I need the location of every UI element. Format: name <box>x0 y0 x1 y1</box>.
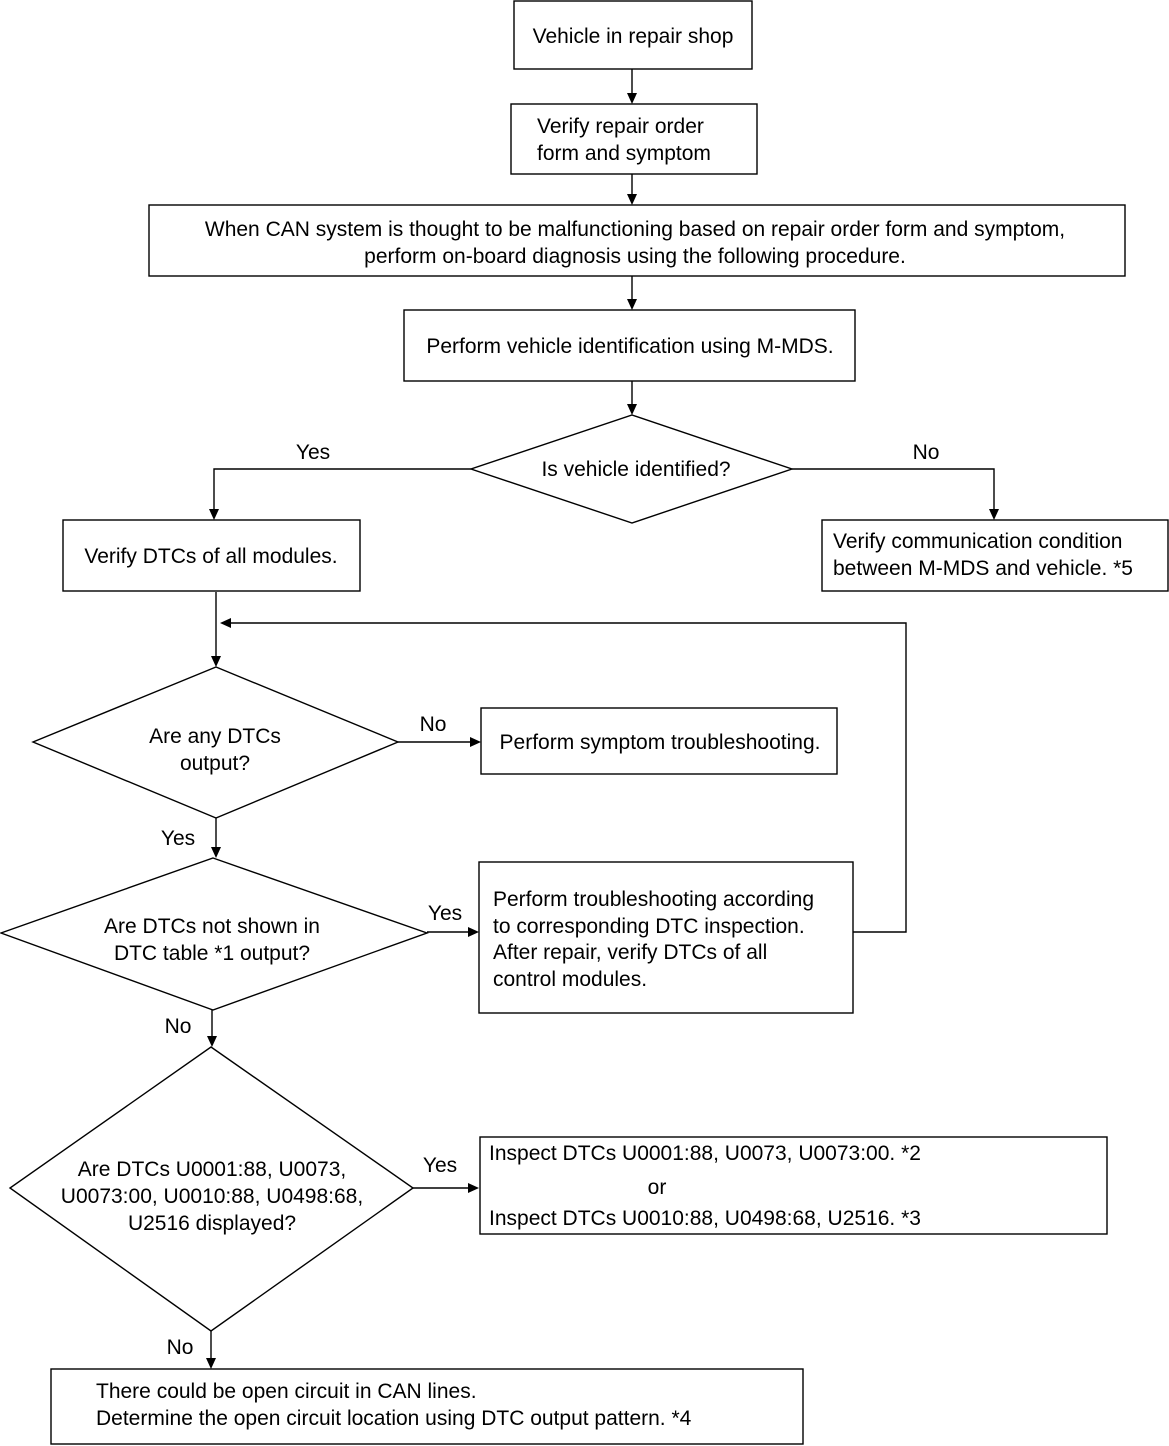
node-inspect-dtcs: Inspect DTCs U0001:88, U0073, U0073:00. … <box>479 1136 1108 1235</box>
node-repair-shop: Vehicle in repair shop <box>513 0 753 70</box>
process-box <box>62 519 361 592</box>
node-text-line: Inspect DTCs U0010:88, U0498:68, U2516. … <box>489 1207 921 1230</box>
arrowhead <box>627 299 637 310</box>
node-text-line: Are DTCs U0001:88, U0073, <box>78 1158 346 1181</box>
node-text: Perform vehicle identification using M-M… <box>426 335 833 358</box>
arrowhead <box>468 927 479 937</box>
node-text-line: to corresponding DTC inspection. <box>493 915 805 938</box>
edge-label-yes: Yes <box>161 827 195 850</box>
arrowhead <box>211 847 221 858</box>
node-text-line: U0073:00, U0010:88, U0498:68, <box>61 1185 363 1208</box>
node-text-line: Inspect DTCs U0001:88, U0073, U0073:00. … <box>489 1142 921 1165</box>
decision-dtcs-not-in-table: Are DTCs not shown in DTC table *1 outpu… <box>0 857 430 1011</box>
node-text-line: or <box>648 1176 667 1199</box>
node-text: Verify DTCs of all modules. <box>84 545 337 568</box>
node-dtc-troubleshooting: Perform troubleshooting according to cor… <box>478 861 854 1014</box>
node-vehicle-identification: Perform vehicle identification using M-M… <box>403 309 856 382</box>
edge-label-yes: Yes <box>428 902 462 925</box>
arrowhead <box>207 1036 217 1047</box>
decision-diamond <box>8 1046 415 1332</box>
node-text-line: Verify communication condition <box>833 530 1122 553</box>
node-open-circuit: There could be open circuit in CAN lines… <box>50 1368 804 1445</box>
edge-label-yes: Yes <box>423 1154 457 1177</box>
arrowhead <box>627 194 637 205</box>
edge-label-yes: Yes <box>296 441 330 464</box>
arrowhead <box>627 93 637 104</box>
edge-label-no: No <box>420 713 447 736</box>
node-can-malfunction: When CAN system is thought to be malfunc… <box>148 204 1126 277</box>
arrowhead <box>220 618 231 628</box>
process-box <box>479 1136 1108 1235</box>
edge-label-no: No <box>165 1015 192 1038</box>
node-text-line: between M-MDS and vehicle. *5 <box>833 557 1133 580</box>
node-text-line: When CAN system is thought to be malfunc… <box>205 218 1065 241</box>
process-box <box>510 103 758 175</box>
decision-diamond <box>468 414 795 524</box>
node-text-line: control modules. <box>493 968 647 991</box>
decision-diamond <box>0 857 430 1011</box>
connector-lines <box>210 69 995 1359</box>
decision-diamond <box>31 666 400 819</box>
decision-is-identified: Is vehicle identified? <box>468 414 795 524</box>
node-text-line: Perform troubleshooting according <box>493 888 814 911</box>
process-box <box>50 1368 804 1445</box>
node-text-line: U2516 displayed? <box>128 1212 296 1235</box>
node-text-line: perform on-board diagnosis using the fol… <box>364 245 906 268</box>
arrowhead <box>206 1358 216 1369</box>
arrowhead <box>211 656 221 667</box>
arrowhead <box>627 404 637 415</box>
node-text-line: form and symptom <box>537 142 711 165</box>
node-text-line: Are DTCs not shown in <box>104 915 320 938</box>
arrowhead <box>470 737 481 747</box>
arrowhead <box>468 1183 479 1193</box>
process-box <box>480 707 838 775</box>
process-box <box>148 204 1126 277</box>
node-text-line: Determine the open circuit location usin… <box>96 1407 692 1430</box>
node-text-line: DTC table *1 output? <box>114 942 310 965</box>
edge-label-no: No <box>167 1336 194 1359</box>
edge-label-no: No <box>913 441 940 464</box>
arrowhead <box>989 509 999 520</box>
process-box <box>821 519 1169 592</box>
node-text: Vehicle in repair shop <box>533 25 734 48</box>
node-text: Is vehicle identified? <box>541 458 730 481</box>
edge-identified-no <box>792 468 995 510</box>
decision-any-dtcs: Are any DTCs output? <box>31 666 400 819</box>
node-verify-repair-order: Verify repair order form and symptom <box>510 103 758 175</box>
edge-loop-back <box>231 622 907 933</box>
decision-specific-dtcs: Are DTCs U0001:88, U0073, U0073:00, U001… <box>8 1046 415 1332</box>
node-text-line: After repair, verify DTCs of all <box>493 941 767 964</box>
node-text-line: output? <box>180 752 250 775</box>
process-box <box>403 309 856 382</box>
process-box <box>513 0 753 70</box>
node-verify-dtcs: Verify DTCs of all modules. <box>62 519 361 592</box>
node-text: Perform symptom troubleshooting. <box>500 731 821 754</box>
process-box <box>478 861 854 1014</box>
arrowheads <box>206 93 999 1369</box>
node-symptom-troubleshooting: Perform symptom troubleshooting. <box>480 707 838 775</box>
edge-identified-yes <box>213 468 471 510</box>
node-text-line: Verify repair order <box>537 115 704 138</box>
arrowhead <box>209 509 219 520</box>
node-text-line: There could be open circuit in CAN lines… <box>96 1380 477 1403</box>
node-verify-communication: Verify communication condition between M… <box>821 519 1169 592</box>
node-text-line: Are any DTCs <box>149 725 281 748</box>
